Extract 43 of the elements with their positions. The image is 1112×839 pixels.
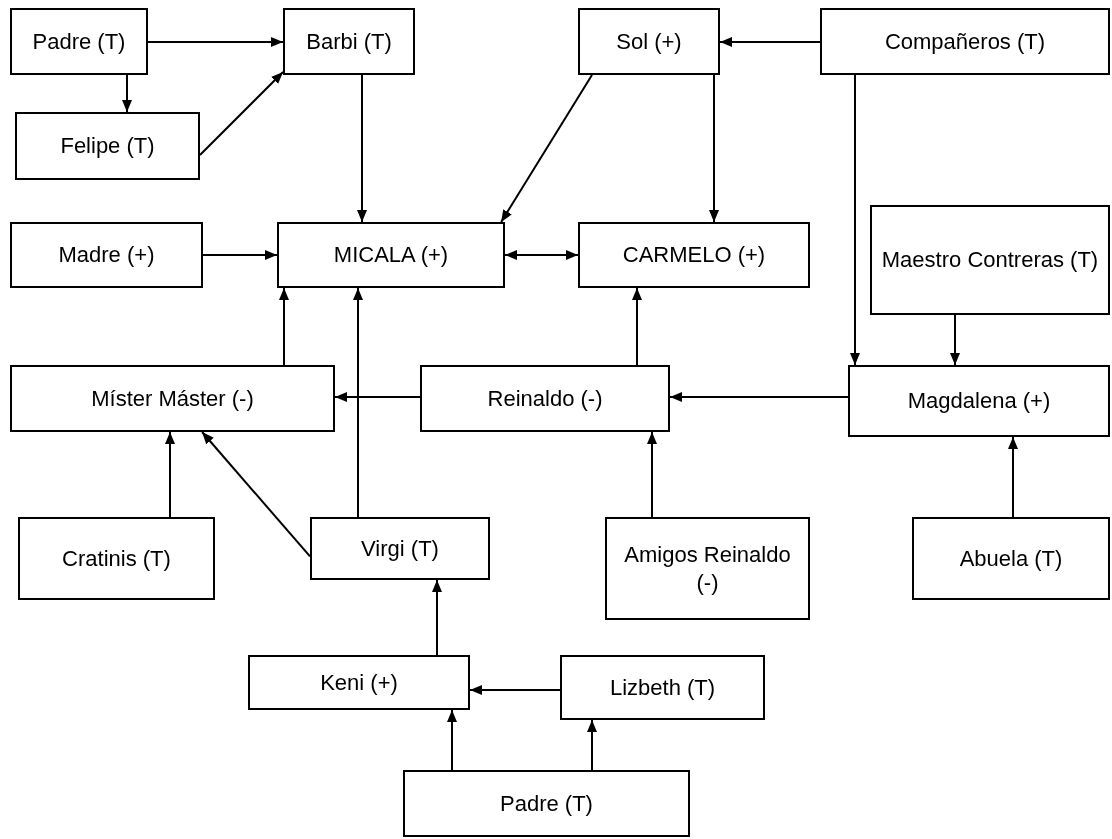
arrow <box>279 287 289 366</box>
person-box: Míster Máster (-) <box>10 365 335 432</box>
arrow <box>353 287 363 518</box>
person-box: Madre (+) <box>10 222 203 288</box>
person-box: Abuela (T) <box>912 517 1110 600</box>
arrow <box>504 250 579 260</box>
arrow <box>850 74 860 366</box>
arrow <box>147 37 284 47</box>
arrow <box>357 74 367 223</box>
person-box: Barbi (T) <box>283 8 415 75</box>
arrow <box>669 392 849 402</box>
arrow <box>469 685 561 695</box>
arrow <box>719 37 821 47</box>
arrow <box>122 74 132 113</box>
arrow <box>587 719 597 771</box>
arrow <box>199 71 284 156</box>
arrow <box>500 74 593 223</box>
person-box: Amigos Reinaldo (-) <box>605 517 810 620</box>
arrow <box>201 431 311 558</box>
arrow <box>647 431 657 518</box>
person-box: Lizbeth (T) <box>560 655 765 720</box>
person-box: Virgi (T) <box>310 517 490 580</box>
arrow <box>1008 436 1018 518</box>
arrow <box>709 74 719 223</box>
arrow <box>632 287 642 366</box>
arrow <box>202 250 278 260</box>
person-box: Sol (+) <box>578 8 720 75</box>
person-box: Reinaldo (-) <box>420 365 670 432</box>
person-box: CARMELO (+) <box>578 222 810 288</box>
arrow <box>447 709 457 771</box>
arrow <box>334 392 421 402</box>
person-box: Padre (T) <box>403 770 690 837</box>
person-box: Felipe (T) <box>15 112 200 180</box>
person-box: Keni (+) <box>248 655 470 710</box>
person-box: Padre (T) <box>10 8 148 75</box>
arrow <box>432 579 442 656</box>
person-box: Maestro Contreras (T) <box>870 205 1110 315</box>
person-box: Cratinis (T) <box>18 517 215 600</box>
arrow <box>950 314 960 366</box>
arrow <box>165 431 175 518</box>
person-box: MICALA (+) <box>277 222 505 288</box>
person-box: Compañeros (T) <box>820 8 1110 75</box>
person-box: Magdalena (+) <box>848 365 1110 437</box>
